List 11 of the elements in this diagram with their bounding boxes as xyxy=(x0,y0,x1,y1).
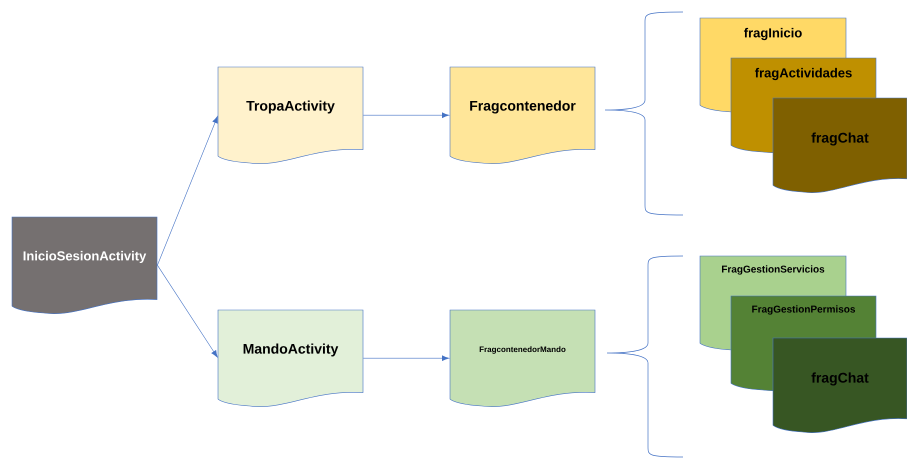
document-shape: MandoActivity xyxy=(218,310,364,407)
arrow xyxy=(157,116,218,266)
document-shape: Fragcontenedor xyxy=(450,66,596,164)
arrow xyxy=(363,355,450,361)
document-shape: fragChat xyxy=(772,98,907,193)
document-shape: FragcontenedorMando xyxy=(450,310,596,407)
document-shape: TropaActivity xyxy=(218,66,364,164)
arrow xyxy=(157,264,218,358)
document-shape: InicioSesionActivity xyxy=(12,216,158,314)
arrow xyxy=(363,112,450,118)
document-shape: fragChat xyxy=(772,338,907,433)
